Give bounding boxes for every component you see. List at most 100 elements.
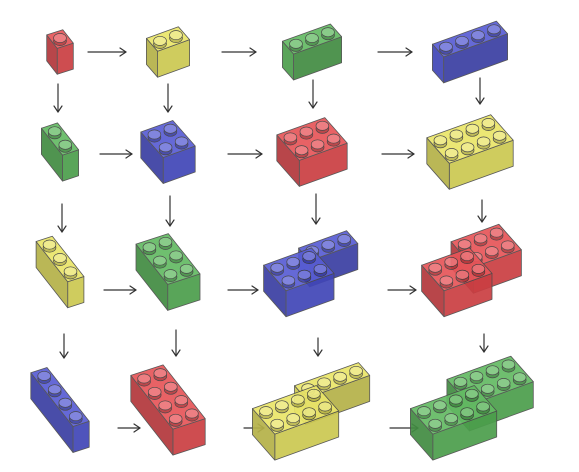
stud-top bbox=[283, 132, 298, 143]
stud-top bbox=[153, 35, 167, 46]
stud-top bbox=[294, 145, 309, 156]
stud-top bbox=[53, 253, 67, 263]
brick-r4-c1 bbox=[30, 367, 90, 453]
stud-top bbox=[164, 381, 178, 392]
arrow-head bbox=[59, 351, 69, 359]
stud-top bbox=[471, 30, 485, 41]
stud-top bbox=[58, 139, 73, 150]
stud-top bbox=[310, 139, 325, 150]
brick-r4-c2 bbox=[130, 364, 206, 456]
arrow-right-r3-1 bbox=[103, 285, 137, 295]
stud-top bbox=[512, 372, 527, 383]
arrow-down-r3-2 bbox=[171, 329, 181, 357]
brick-r1-c1 bbox=[46, 29, 74, 75]
stud-top bbox=[476, 401, 490, 412]
stud-top bbox=[460, 407, 474, 418]
stud-top bbox=[318, 401, 332, 412]
stud-top bbox=[270, 262, 284, 273]
stud-top bbox=[453, 376, 468, 387]
arrow-down-r2-4 bbox=[477, 199, 487, 223]
stud-top bbox=[275, 400, 289, 411]
stud-top bbox=[58, 397, 73, 408]
stud-top bbox=[47, 384, 62, 395]
arrow-head bbox=[475, 97, 485, 105]
stud-top bbox=[333, 371, 347, 382]
stud-top bbox=[449, 394, 463, 405]
stud-top bbox=[501, 240, 515, 251]
arrow-head bbox=[409, 285, 417, 295]
arrow-head bbox=[125, 149, 133, 159]
stud-top bbox=[433, 135, 448, 146]
stud-top bbox=[480, 383, 495, 394]
stud-top bbox=[449, 129, 464, 140]
stud-top bbox=[444, 413, 458, 424]
arrow-right-r3-2 bbox=[227, 285, 259, 295]
arrow-down-r2-3 bbox=[311, 193, 321, 225]
stud-top bbox=[286, 256, 300, 267]
stud-top bbox=[163, 123, 178, 134]
stud-top bbox=[158, 142, 173, 153]
arrow-right-r1-1 bbox=[87, 47, 127, 57]
stud-top bbox=[465, 388, 479, 399]
arrow-right-r1-2 bbox=[221, 47, 257, 57]
stud-top bbox=[169, 30, 183, 41]
stud-top bbox=[321, 27, 335, 38]
stud-top bbox=[185, 408, 199, 419]
stud-top bbox=[302, 251, 316, 262]
stud-top bbox=[289, 38, 303, 49]
stud-top bbox=[315, 120, 330, 131]
arrow-right-r2-3 bbox=[381, 149, 415, 159]
arrow-down-r1-1 bbox=[53, 83, 63, 113]
arrow-head bbox=[313, 349, 323, 357]
arrow-head bbox=[251, 285, 259, 295]
stud-top bbox=[433, 400, 447, 411]
stud-top bbox=[321, 239, 335, 250]
stud-top bbox=[163, 269, 178, 280]
stud-top bbox=[481, 118, 496, 128]
stud-top bbox=[179, 263, 194, 274]
stud-top bbox=[158, 236, 173, 247]
brick-r4-c4-front bbox=[410, 385, 498, 461]
stud-top bbox=[471, 263, 486, 274]
stud-top bbox=[37, 370, 51, 381]
stud-top bbox=[455, 269, 470, 280]
arrow-head bbox=[57, 225, 67, 233]
stud-top bbox=[469, 371, 484, 382]
stud-top bbox=[142, 242, 157, 253]
arrow-right-r1-3 bbox=[377, 47, 413, 57]
stud-top bbox=[69, 411, 83, 422]
stud-top bbox=[487, 24, 501, 35]
stud-top bbox=[63, 266, 78, 277]
brick-r3-c3-front-top-face bbox=[263, 247, 335, 292]
stud-top bbox=[147, 386, 162, 397]
brick-r3-c4-front-top-face bbox=[421, 247, 493, 292]
brick-r2-c3 bbox=[276, 117, 348, 187]
stud-top bbox=[465, 123, 480, 134]
stud-top bbox=[492, 130, 507, 141]
brick-r3-c4-front bbox=[421, 247, 493, 318]
stud-top bbox=[153, 368, 168, 379]
stud-top bbox=[305, 33, 319, 43]
stud-top bbox=[476, 136, 491, 147]
stud-top bbox=[485, 246, 499, 257]
arrow-head bbox=[477, 215, 487, 223]
stud-top bbox=[53, 33, 67, 43]
brick-r3-c1 bbox=[35, 235, 85, 309]
brick-r3-c3-front bbox=[263, 247, 335, 318]
stud-top bbox=[291, 394, 305, 405]
stud-top bbox=[326, 133, 341, 144]
stud-top bbox=[169, 250, 183, 261]
arrow-down-r1-2 bbox=[163, 83, 173, 113]
arrow-head bbox=[53, 105, 63, 113]
brick-r2-c4 bbox=[426, 114, 514, 190]
arrow-down-r1-4 bbox=[475, 77, 485, 105]
stud-top bbox=[428, 418, 442, 429]
stud-top bbox=[349, 365, 363, 376]
stud-top bbox=[496, 378, 511, 388]
stud-top bbox=[174, 136, 189, 147]
arrow-head bbox=[405, 47, 413, 57]
arrow-head bbox=[133, 423, 141, 433]
stud-top bbox=[286, 413, 300, 424]
arrow-down-r3-4 bbox=[479, 333, 489, 353]
